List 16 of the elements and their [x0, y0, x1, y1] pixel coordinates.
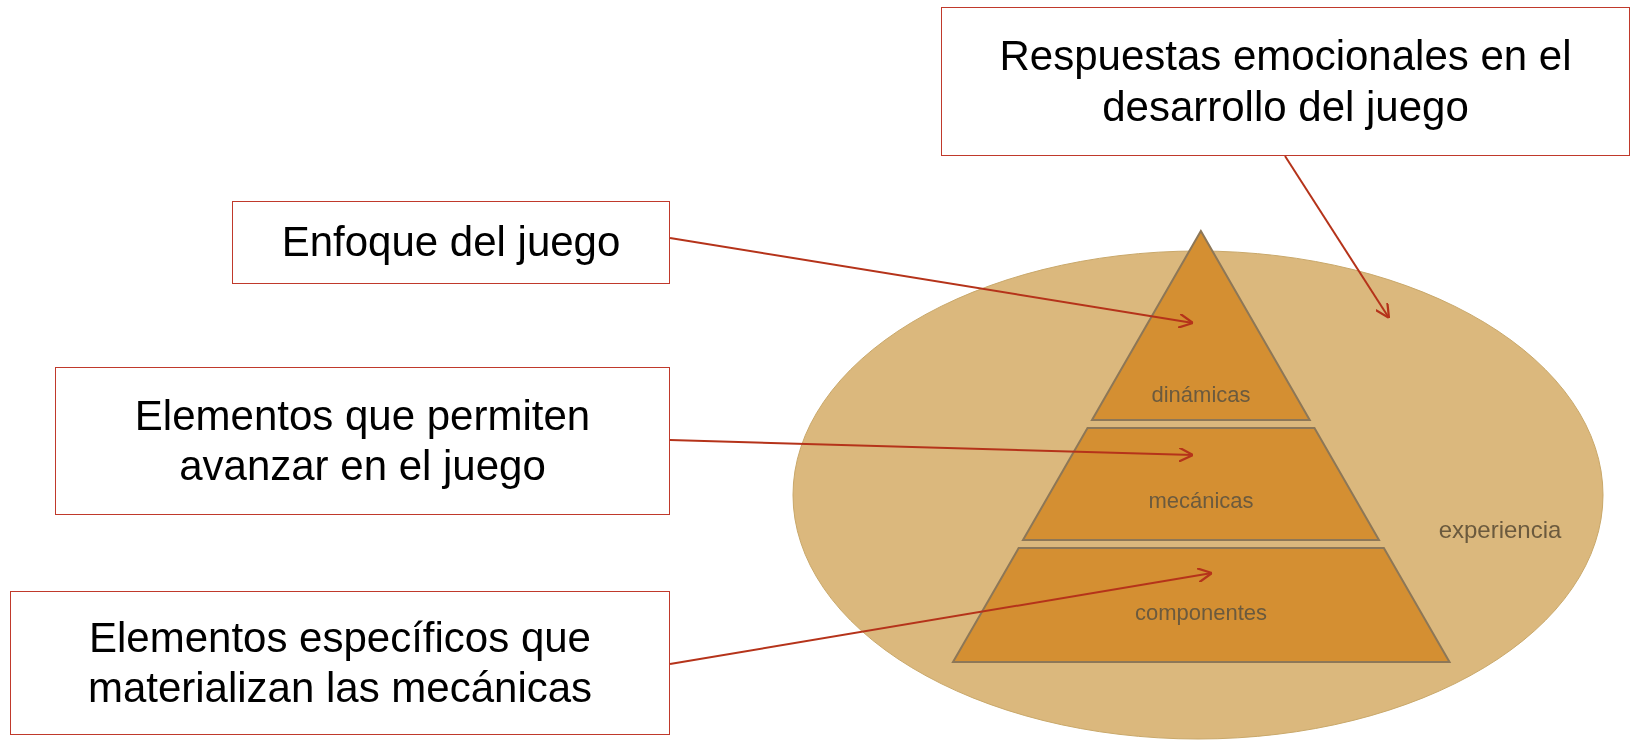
text-box: [232, 201, 670, 284]
box-text: Enfoque del juego: [281, 217, 621, 268]
arrow: [669, 567, 1214, 665]
text-box: [941, 7, 1630, 156]
box-text: Elementos específicos que materializan las mecánicas: [86, 612, 594, 713]
arrow: [1284, 155, 1391, 320]
box-text: Elementos que permiten avanzar en el juego: [133, 390, 592, 491]
ellipse-label: experiencia: [1438, 516, 1562, 544]
tier-label: dinámicas: [1151, 382, 1251, 408]
arrow: [669, 439, 1195, 463]
box-text: Respuestas emocionales en el desarrollo del juego: [998, 31, 1573, 132]
tier-label: mecánicas: [1148, 488, 1254, 514]
tier-label: componentes: [1134, 600, 1268, 626]
arrow: [669, 237, 1195, 329]
text-box: [55, 367, 670, 515]
text-box: [10, 591, 670, 735]
